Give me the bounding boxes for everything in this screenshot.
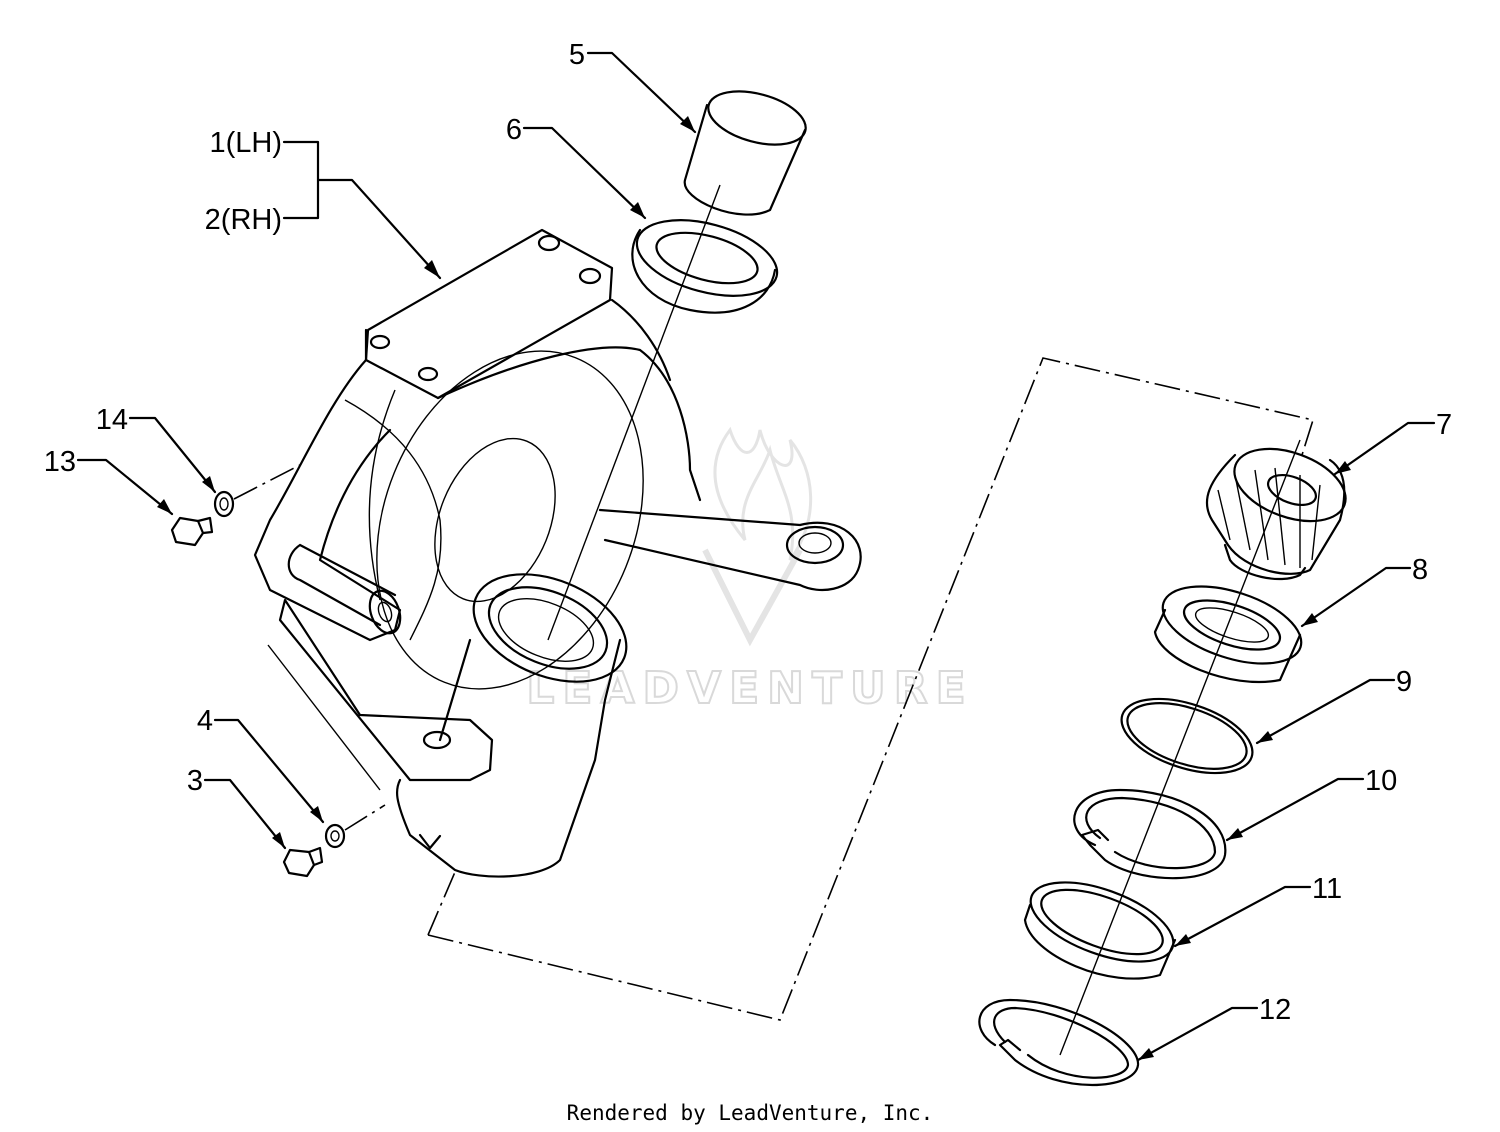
leader-12 (1136, 1006, 1259, 1062)
bearing-part-8 (1153, 585, 1303, 684)
callout-5: 5 (569, 39, 585, 71)
watermark-flame-icon (713, 426, 813, 561)
callout-11: 11 (1312, 873, 1342, 905)
steering-arm (598, 508, 862, 592)
watermark-v-icon (702, 548, 803, 647)
knuckle-face (376, 350, 644, 690)
plate-hole (369, 334, 391, 350)
callout-3: 3 (187, 765, 203, 797)
callout-13: 13 (44, 446, 76, 478)
snap-ring-part-10 (1073, 788, 1227, 880)
leader-14 (128, 416, 217, 494)
plate-hole (417, 366, 439, 382)
watermark: LEADVENTURE (525, 426, 973, 715)
plate-hole (578, 267, 602, 285)
boss-end (368, 589, 402, 635)
plug-part-13 (170, 516, 214, 547)
callout-9: 9 (1396, 666, 1412, 698)
steering-knuckle (253, 228, 862, 878)
washer-part-14 (213, 490, 235, 518)
spindle-tube (395, 638, 622, 878)
gear-part-7 (1205, 447, 1347, 581)
callout-12: 12 (1259, 994, 1291, 1026)
leader-9 (1255, 678, 1396, 745)
leader-1-2 (282, 140, 442, 280)
plug-part-3 (282, 846, 324, 878)
leader-8 (1300, 566, 1412, 628)
seal-part-6 (631, 219, 779, 314)
plate-hole (537, 234, 561, 252)
lower-arm (278, 598, 494, 782)
leader-10 (1225, 777, 1365, 842)
watermark-text: LEADVENTURE (526, 663, 973, 714)
callout-1: 1(LH) (209, 127, 282, 159)
leader-3 (203, 778, 287, 850)
callout-labels: 1(LH) 2(RH) 3 4 5 6 7 8 9 10 11 12 13 14 (44, 39, 1452, 1026)
leader-6 (522, 126, 647, 220)
mounting-plate (364, 228, 614, 400)
leader-5 (586, 51, 697, 134)
leader-4 (213, 718, 325, 824)
callout-8: 8 (1412, 554, 1428, 586)
leader-11 (1173, 885, 1312, 948)
assembly-axis (547, 184, 721, 641)
retaining-ring-part-12 (978, 998, 1140, 1086)
phantom-boundary (427, 357, 1315, 1021)
lower-bearing-seat (472, 573, 628, 683)
steering-arm-hole (785, 525, 845, 565)
callout-6: 6 (506, 114, 522, 146)
callout-2: 2(RH) (205, 204, 282, 236)
ring-part-9 (1120, 697, 1254, 775)
spindle-bore (434, 437, 556, 603)
footer-credit: Rendered by LeadVenture, Inc. (567, 1101, 934, 1125)
callout-7: 7 (1436, 409, 1452, 441)
washer-part-4 (324, 823, 346, 849)
leader-lines (76, 51, 1436, 1062)
cap-part-5 (683, 90, 807, 216)
callout-10: 10 (1365, 765, 1397, 797)
leader-13 (76, 458, 174, 516)
race-part-11 (1023, 881, 1177, 980)
callout-14: 14 (96, 404, 128, 436)
leader-7 (1333, 421, 1436, 476)
stack-axis (1059, 439, 1301, 1056)
callout-4: 4 (197, 705, 213, 737)
